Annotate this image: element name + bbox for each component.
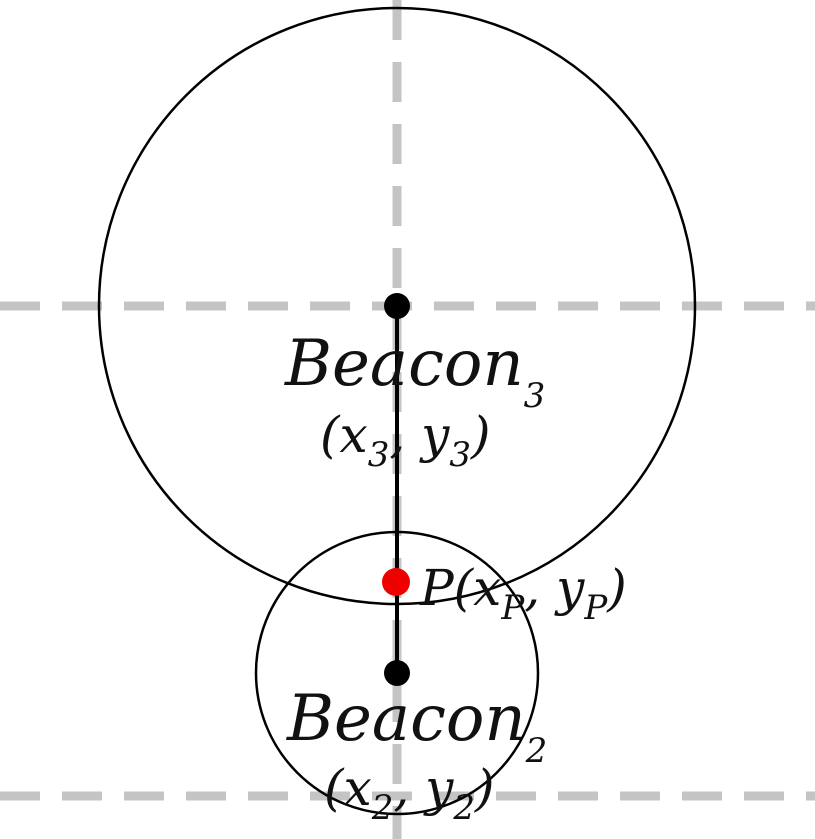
point-p-marker	[382, 568, 410, 596]
beacon3-coordinates: (x3, y3)	[320, 406, 491, 475]
point-p-label: P(xP, yP)	[419, 559, 627, 628]
beacon2-label: Beacon2	[286, 682, 547, 771]
beacon3-label: Beacon3	[284, 327, 545, 416]
beacon2-point	[384, 660, 410, 686]
beacon2-coordinates: (x2, y2)	[324, 759, 495, 828]
beacon3-point	[384, 293, 410, 319]
